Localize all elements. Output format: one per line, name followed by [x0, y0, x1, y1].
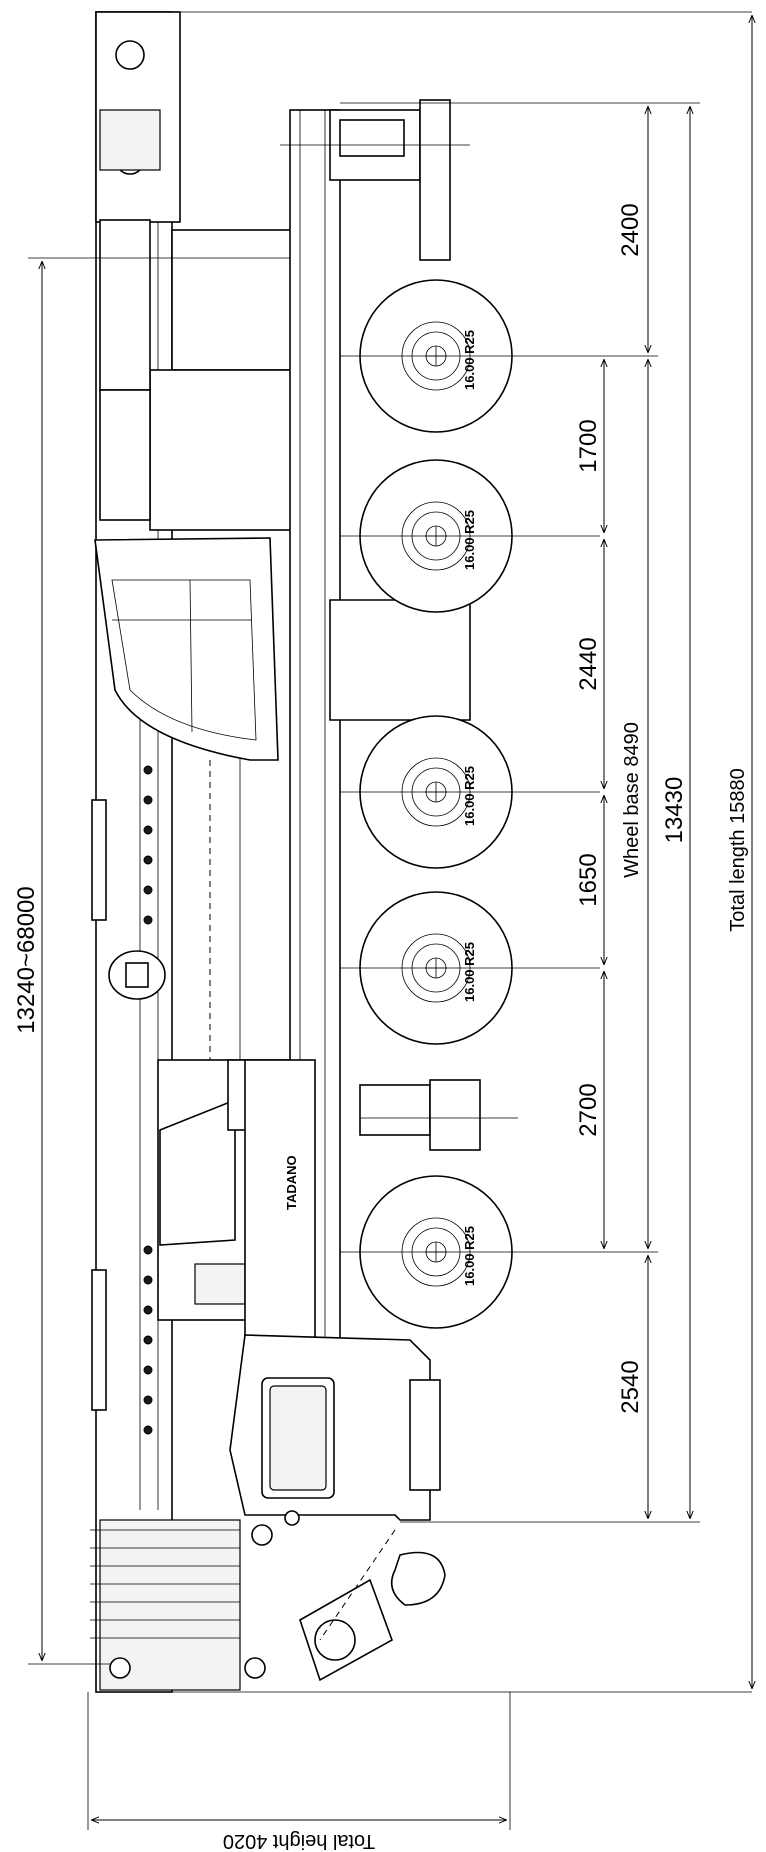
tire-label: 16.00 R25 [462, 1226, 477, 1286]
total-length-label: Total length 15880 [727, 768, 749, 931]
hook-block [299, 1529, 446, 1682]
dimension-labels: 13240~68000 Total length 15880 13430 Whe… [13, 203, 749, 1852]
wheel-base-label: Wheel base 8490 [621, 722, 643, 878]
superstructure [95, 11, 293, 531]
tire-label: 16.00 R25 [462, 942, 477, 1002]
boom-bolts [143, 765, 153, 1435]
tire-label: 16.00 R25 [462, 510, 477, 570]
sheave-block [90, 1529, 266, 1679]
overall-13430-label: 13430 [661, 777, 688, 844]
superstructure-cab [94, 537, 279, 761]
axle-1-2-label: 1700 [575, 419, 602, 472]
dimension-lines [28, 11, 752, 1830]
tire-label: 16.00 R25 [462, 766, 477, 826]
tire-label: 16.00 R25 [462, 330, 477, 390]
axle-centerlines [280, 144, 658, 1253]
tire-labels: 16.00 R25 16.00 R25 16.00 R25 16.00 R25 … [462, 330, 477, 1286]
total-height-label: Total height 4020 [223, 1830, 375, 1852]
carrier-cab [229, 1334, 441, 1546]
axle-4-5-label: 2700 [575, 1083, 602, 1136]
axle-2-3-label: 2440 [575, 637, 602, 690]
wheels [359, 279, 513, 1329]
crane-body: TADANO [90, 11, 658, 1693]
brand-mark: TADANO [284, 1155, 299, 1210]
axle-3-4-label: 1650 [575, 853, 602, 906]
rear-overhang-label: 2540 [617, 1360, 644, 1413]
boom-length-label: 13240~68000 [13, 886, 40, 1034]
boom-side-fittings [91, 799, 166, 1411]
carrier-frame: TADANO [244, 109, 341, 1371]
front-overhang-label: 2400 [617, 203, 644, 256]
